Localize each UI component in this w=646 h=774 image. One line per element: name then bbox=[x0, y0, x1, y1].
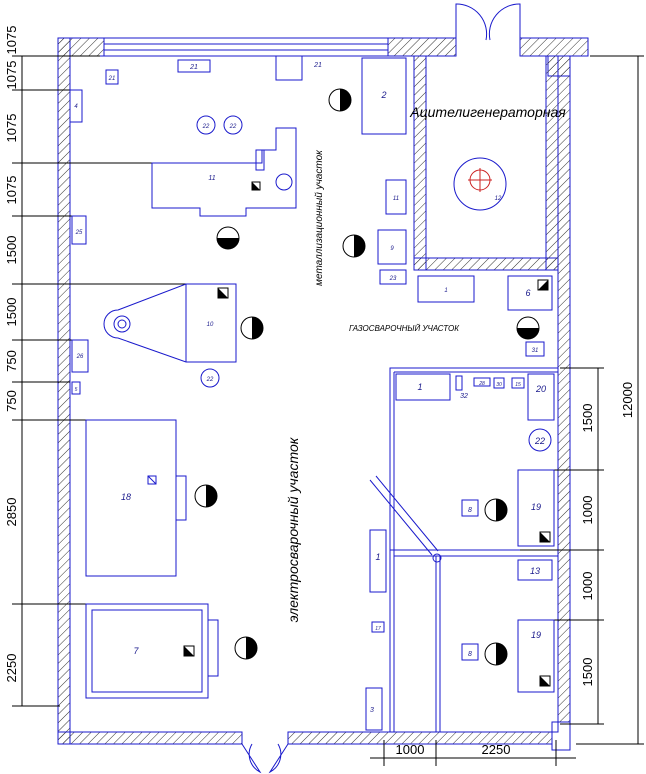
dim-left-7: 750 bbox=[4, 390, 19, 412]
dim-left-9: 2250 bbox=[4, 654, 19, 683]
label-e8b: 8 bbox=[468, 651, 472, 658]
equipment-upper: 21 21 21 2 4 22 22 11 25 bbox=[69, 55, 407, 245]
label-e17: 17 bbox=[375, 626, 381, 632]
room-label-metallization: металлизационный участок bbox=[314, 149, 325, 286]
label-e20: 20 bbox=[535, 384, 546, 394]
label-e19b: 19 bbox=[531, 630, 541, 640]
lighting-symbols bbox=[194, 88, 540, 666]
acetylene-room bbox=[413, 55, 559, 271]
dim-right-2: 1000 bbox=[580, 496, 595, 525]
light-6 bbox=[194, 484, 218, 508]
dim-left-1: 1075 bbox=[4, 61, 19, 90]
label-e2: 2 bbox=[380, 90, 386, 100]
label-e25: 25 bbox=[75, 230, 83, 236]
label-e7: 7 bbox=[133, 646, 139, 656]
label-e18: 18 bbox=[121, 492, 131, 502]
dim-left-3: 1075 bbox=[4, 176, 19, 205]
bottom-door bbox=[241, 743, 289, 774]
label-e1c: 1 bbox=[375, 552, 380, 562]
dim-left-4: 1500 bbox=[4, 236, 19, 265]
label-e1b: 1 bbox=[417, 382, 422, 392]
dim-left-2: 1075 bbox=[4, 114, 19, 143]
label-e28: 28 bbox=[478, 381, 485, 387]
label-e9: 9 bbox=[390, 246, 394, 252]
light-3 bbox=[342, 234, 366, 258]
dim-bottom-0: 1000 bbox=[396, 742, 425, 757]
dim-left-6: 750 bbox=[4, 350, 19, 372]
dim-right-3: 1000 bbox=[580, 572, 595, 601]
label-e22d: 22 bbox=[534, 436, 545, 446]
light-4 bbox=[240, 316, 264, 340]
label-e10: 10 bbox=[207, 322, 214, 328]
label-e13: 13 bbox=[530, 566, 540, 576]
dim-right-1: 1500 bbox=[580, 404, 595, 433]
label-e1a: 1 bbox=[444, 288, 447, 294]
bottom-dimensions: 1000 2250 bbox=[396, 742, 511, 757]
dim-right-0: 12000 bbox=[620, 382, 635, 418]
label-e6: 6 bbox=[525, 288, 530, 298]
dim-left-0: 1075 bbox=[4, 26, 19, 55]
machine-10: 10 22 26 5 bbox=[71, 283, 237, 395]
label-e12: 12 bbox=[495, 196, 502, 202]
label-e23: 23 bbox=[389, 276, 397, 282]
label-e22b: 22 bbox=[229, 124, 237, 130]
dim-right-4: 1500 bbox=[580, 658, 595, 687]
machine-18: 18 bbox=[85, 419, 187, 577]
light-7 bbox=[484, 498, 508, 522]
room-label-acetylene: Ацителигенераторная bbox=[409, 104, 566, 120]
label-e22c: 22 bbox=[206, 377, 214, 383]
label-e3: 3 bbox=[370, 707, 374, 714]
label-e19a: 19 bbox=[531, 502, 541, 512]
right-dimensions: 12000 1500 1000 1000 1500 bbox=[580, 382, 635, 687]
room-label-electric-welding: электросварочный участок bbox=[285, 436, 301, 622]
room-label-gas-welding: ГАЗОСВАРОЧНЫЙ УЧАСТОК bbox=[349, 324, 460, 333]
label-e11: 11 bbox=[208, 175, 215, 182]
machine-7: 7 bbox=[85, 603, 219, 699]
label-e21b: 21 bbox=[189, 64, 198, 71]
label-e30: 30 bbox=[496, 382, 502, 388]
label-e21c: 21 bbox=[313, 62, 322, 69]
label-e4: 4 bbox=[74, 104, 78, 110]
dim-left-8: 2850 bbox=[4, 498, 19, 527]
dim-bottom-1: 2250 bbox=[482, 742, 511, 757]
light-8 bbox=[234, 636, 258, 660]
label-e31: 31 bbox=[532, 348, 539, 354]
label-e32: 32 bbox=[460, 393, 468, 400]
equipment-center: 1 17 3 bbox=[365, 529, 387, 731]
label-e15: 15 bbox=[515, 382, 521, 388]
outer-walls bbox=[57, 37, 589, 751]
label-e26: 26 bbox=[76, 354, 84, 360]
label-e22a: 22 bbox=[202, 124, 210, 130]
acetylene-generator: 12 bbox=[453, 157, 507, 211]
label-e5: 5 bbox=[75, 387, 78, 393]
equipment-booths: 1 32 28 30 15 20 22 8 19 13 8 19 bbox=[395, 373, 555, 693]
label-e11b: 11 bbox=[393, 196, 399, 202]
label-e8a: 8 bbox=[468, 507, 472, 514]
left-dimensions: 1075 1075 1075 1075 1500 1500 750 750 28… bbox=[4, 26, 19, 683]
equipment-metallization: 11 9 23 1 6 31 bbox=[377, 179, 553, 357]
dim-left-5: 1500 bbox=[4, 298, 19, 327]
light-5 bbox=[516, 316, 540, 340]
label-e21a: 21 bbox=[108, 76, 116, 82]
light-2 bbox=[216, 226, 240, 250]
light-1 bbox=[328, 88, 352, 112]
light-9 bbox=[484, 642, 508, 666]
top-door bbox=[455, 3, 521, 56]
